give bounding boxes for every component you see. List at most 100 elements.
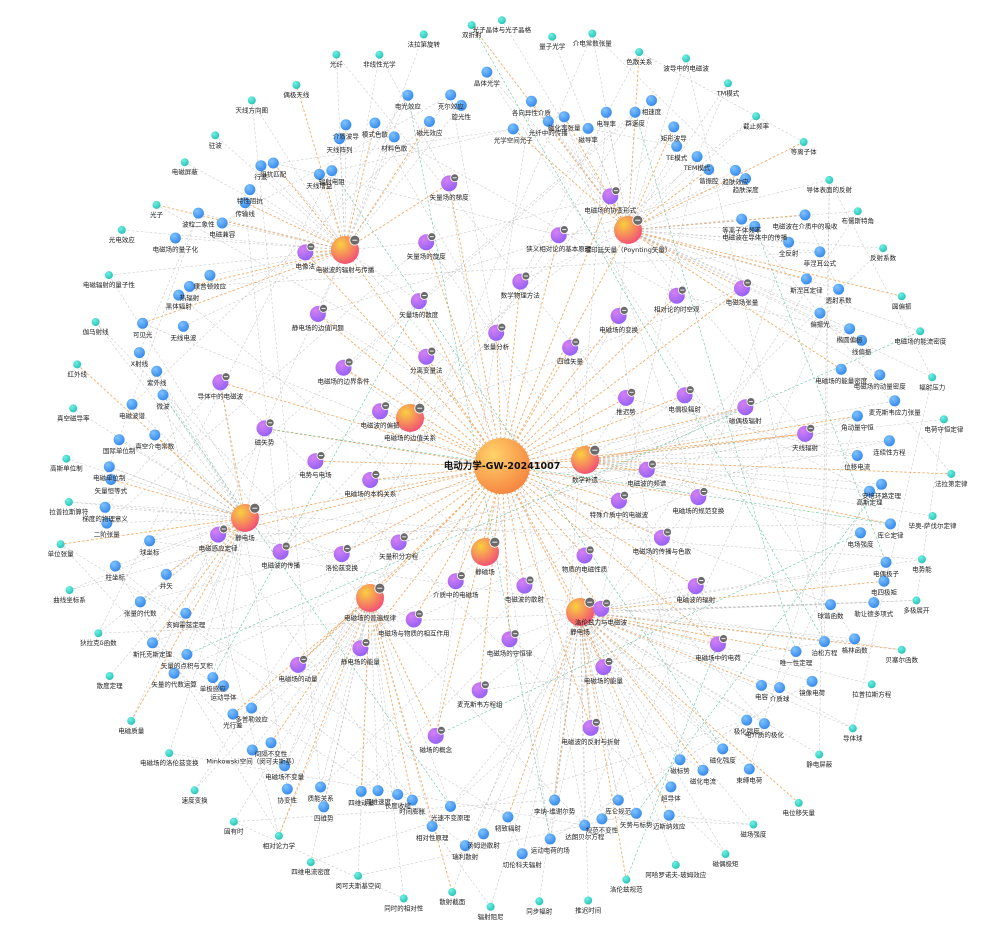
- graph-node-mid[interactable]: [602, 186, 621, 205]
- node-circle[interactable]: [833, 283, 845, 295]
- graph-node-blue[interactable]: [740, 173, 752, 185]
- node-circle[interactable]: [814, 246, 826, 258]
- node-circle[interactable]: [844, 323, 856, 335]
- node-circle[interactable]: [674, 754, 686, 766]
- graph-node-teal[interactable]: [682, 54, 691, 63]
- graph-node-blue[interactable]: [388, 131, 400, 143]
- graph-node-mid[interactable]: [362, 469, 381, 488]
- node-circle[interactable]: [917, 555, 926, 564]
- graph-node-teal[interactable]: [105, 672, 114, 680]
- graph-node-blue[interactable]: [147, 637, 158, 649]
- graph-node-blue[interactable]: [315, 781, 327, 793]
- node-circle[interactable]: [274, 831, 283, 840]
- node-circle[interactable]: [774, 682, 786, 694]
- node-circle[interactable]: [600, 106, 612, 118]
- graph-node-teal[interactable]: [867, 680, 876, 689]
- node-circle[interactable]: [835, 363, 847, 375]
- graph-node-blue[interactable]: [878, 575, 890, 587]
- graph-node-teal[interactable]: [853, 207, 862, 216]
- node-circle[interactable]: [825, 175, 834, 184]
- node-circle[interactable]: [535, 897, 544, 906]
- graph-node-blue[interactable]: [281, 783, 293, 795]
- graph-node-blue[interactable]: [192, 207, 204, 219]
- graph-node-mid[interactable]: [618, 387, 636, 406]
- graph-node-blue[interactable]: [267, 157, 279, 169]
- node-circle[interactable]: [752, 112, 761, 121]
- node-circle[interactable]: [103, 461, 115, 473]
- graph-node-blue[interactable]: [703, 164, 715, 175]
- node-circle[interactable]: [864, 485, 875, 497]
- graph-node-teal[interactable]: [928, 373, 937, 382]
- node-circle[interactable]: [169, 232, 181, 244]
- node-circle[interactable]: [818, 636, 830, 648]
- node-circle[interactable]: [334, 133, 345, 145]
- node-circle[interactable]: [445, 800, 456, 812]
- graph-node-blue[interactable]: [101, 517, 113, 529]
- graph-node-blue[interactable]: [814, 307, 826, 319]
- node-circle[interactable]: [478, 828, 489, 840]
- node-circle[interactable]: [849, 633, 861, 645]
- center-node[interactable]: [474, 438, 530, 494]
- graph-node-blue[interactable]: [516, 848, 528, 860]
- graph-node-teal[interactable]: [815, 750, 824, 759]
- node-circle[interactable]: [190, 786, 199, 795]
- node-circle[interactable]: [340, 119, 352, 131]
- node-circle[interactable]: [56, 540, 65, 549]
- node-circle[interactable]: [306, 858, 315, 867]
- graph-node-hub[interactable]: [614, 214, 644, 244]
- center-node-circle[interactable]: [474, 438, 530, 494]
- node-circle[interactable]: [928, 512, 937, 520]
- graph-node-blue[interactable]: [814, 246, 826, 258]
- graph-node-mid[interactable]: [210, 524, 229, 543]
- graph-node-blue[interactable]: [246, 744, 258, 756]
- graph-node-blue[interactable]: [334, 133, 345, 145]
- graph-node-blue[interactable]: [646, 95, 657, 106]
- graph-node-teal[interactable]: [117, 225, 126, 234]
- graph-node-blue[interactable]: [402, 89, 414, 101]
- node-circle[interactable]: [152, 200, 161, 209]
- node-circle[interactable]: [64, 498, 73, 506]
- node-circle[interactable]: [889, 395, 901, 407]
- graph-node-blue[interactable]: [445, 89, 457, 101]
- node-circle[interactable]: [790, 646, 802, 657]
- node-circle[interactable]: [544, 833, 556, 845]
- node-circle[interactable]: [874, 369, 886, 381]
- graph-node-blue[interactable]: [478, 828, 489, 840]
- graph-node-mid[interactable]: [488, 322, 507, 341]
- graph-node-teal[interactable]: [548, 32, 557, 41]
- node-circle[interactable]: [736, 213, 748, 225]
- node-circle[interactable]: [806, 675, 818, 687]
- graph-node-teal[interactable]: [190, 786, 199, 795]
- node-circle[interactable]: [151, 365, 163, 377]
- graph-node-blue[interactable]: [874, 369, 886, 381]
- node-circle[interactable]: [848, 724, 857, 733]
- graph-node-blue[interactable]: [105, 474, 117, 485]
- node-circle[interactable]: [883, 435, 895, 447]
- node-circle[interactable]: [267, 157, 279, 169]
- node-circle[interactable]: [799, 138, 808, 146]
- graph-node-mid[interactable]: [593, 598, 611, 617]
- graph-node-blue[interactable]: [630, 807, 642, 819]
- node-circle[interactable]: [665, 781, 677, 793]
- graph-node-blue[interactable]: [665, 781, 677, 793]
- node-circle[interactable]: [91, 318, 100, 326]
- node-circle[interactable]: [160, 568, 172, 580]
- graph-node-blue[interactable]: [455, 99, 467, 111]
- graph-node-mid[interactable]: [335, 357, 354, 376]
- node-circle[interactable]: [856, 334, 868, 346]
- node-circle[interactable]: [629, 106, 641, 118]
- node-circle[interactable]: [825, 599, 836, 611]
- graph-node-teal[interactable]: [486, 902, 495, 911]
- graph-node-blue[interactable]: [851, 450, 863, 461]
- node-circle[interactable]: [682, 54, 691, 63]
- node-circle[interactable]: [814, 307, 826, 319]
- node-circle[interactable]: [622, 875, 631, 884]
- node-circle[interactable]: [247, 96, 256, 105]
- node-circle[interactable]: [105, 474, 117, 485]
- node-circle[interactable]: [525, 95, 537, 107]
- graph-node-mid[interactable]: [562, 337, 581, 356]
- graph-node-blue[interactable]: [612, 794, 624, 806]
- node-circle[interactable]: [703, 164, 715, 175]
- graph-node-teal[interactable]: [794, 798, 803, 807]
- graph-node-hub[interactable]: [471, 536, 501, 566]
